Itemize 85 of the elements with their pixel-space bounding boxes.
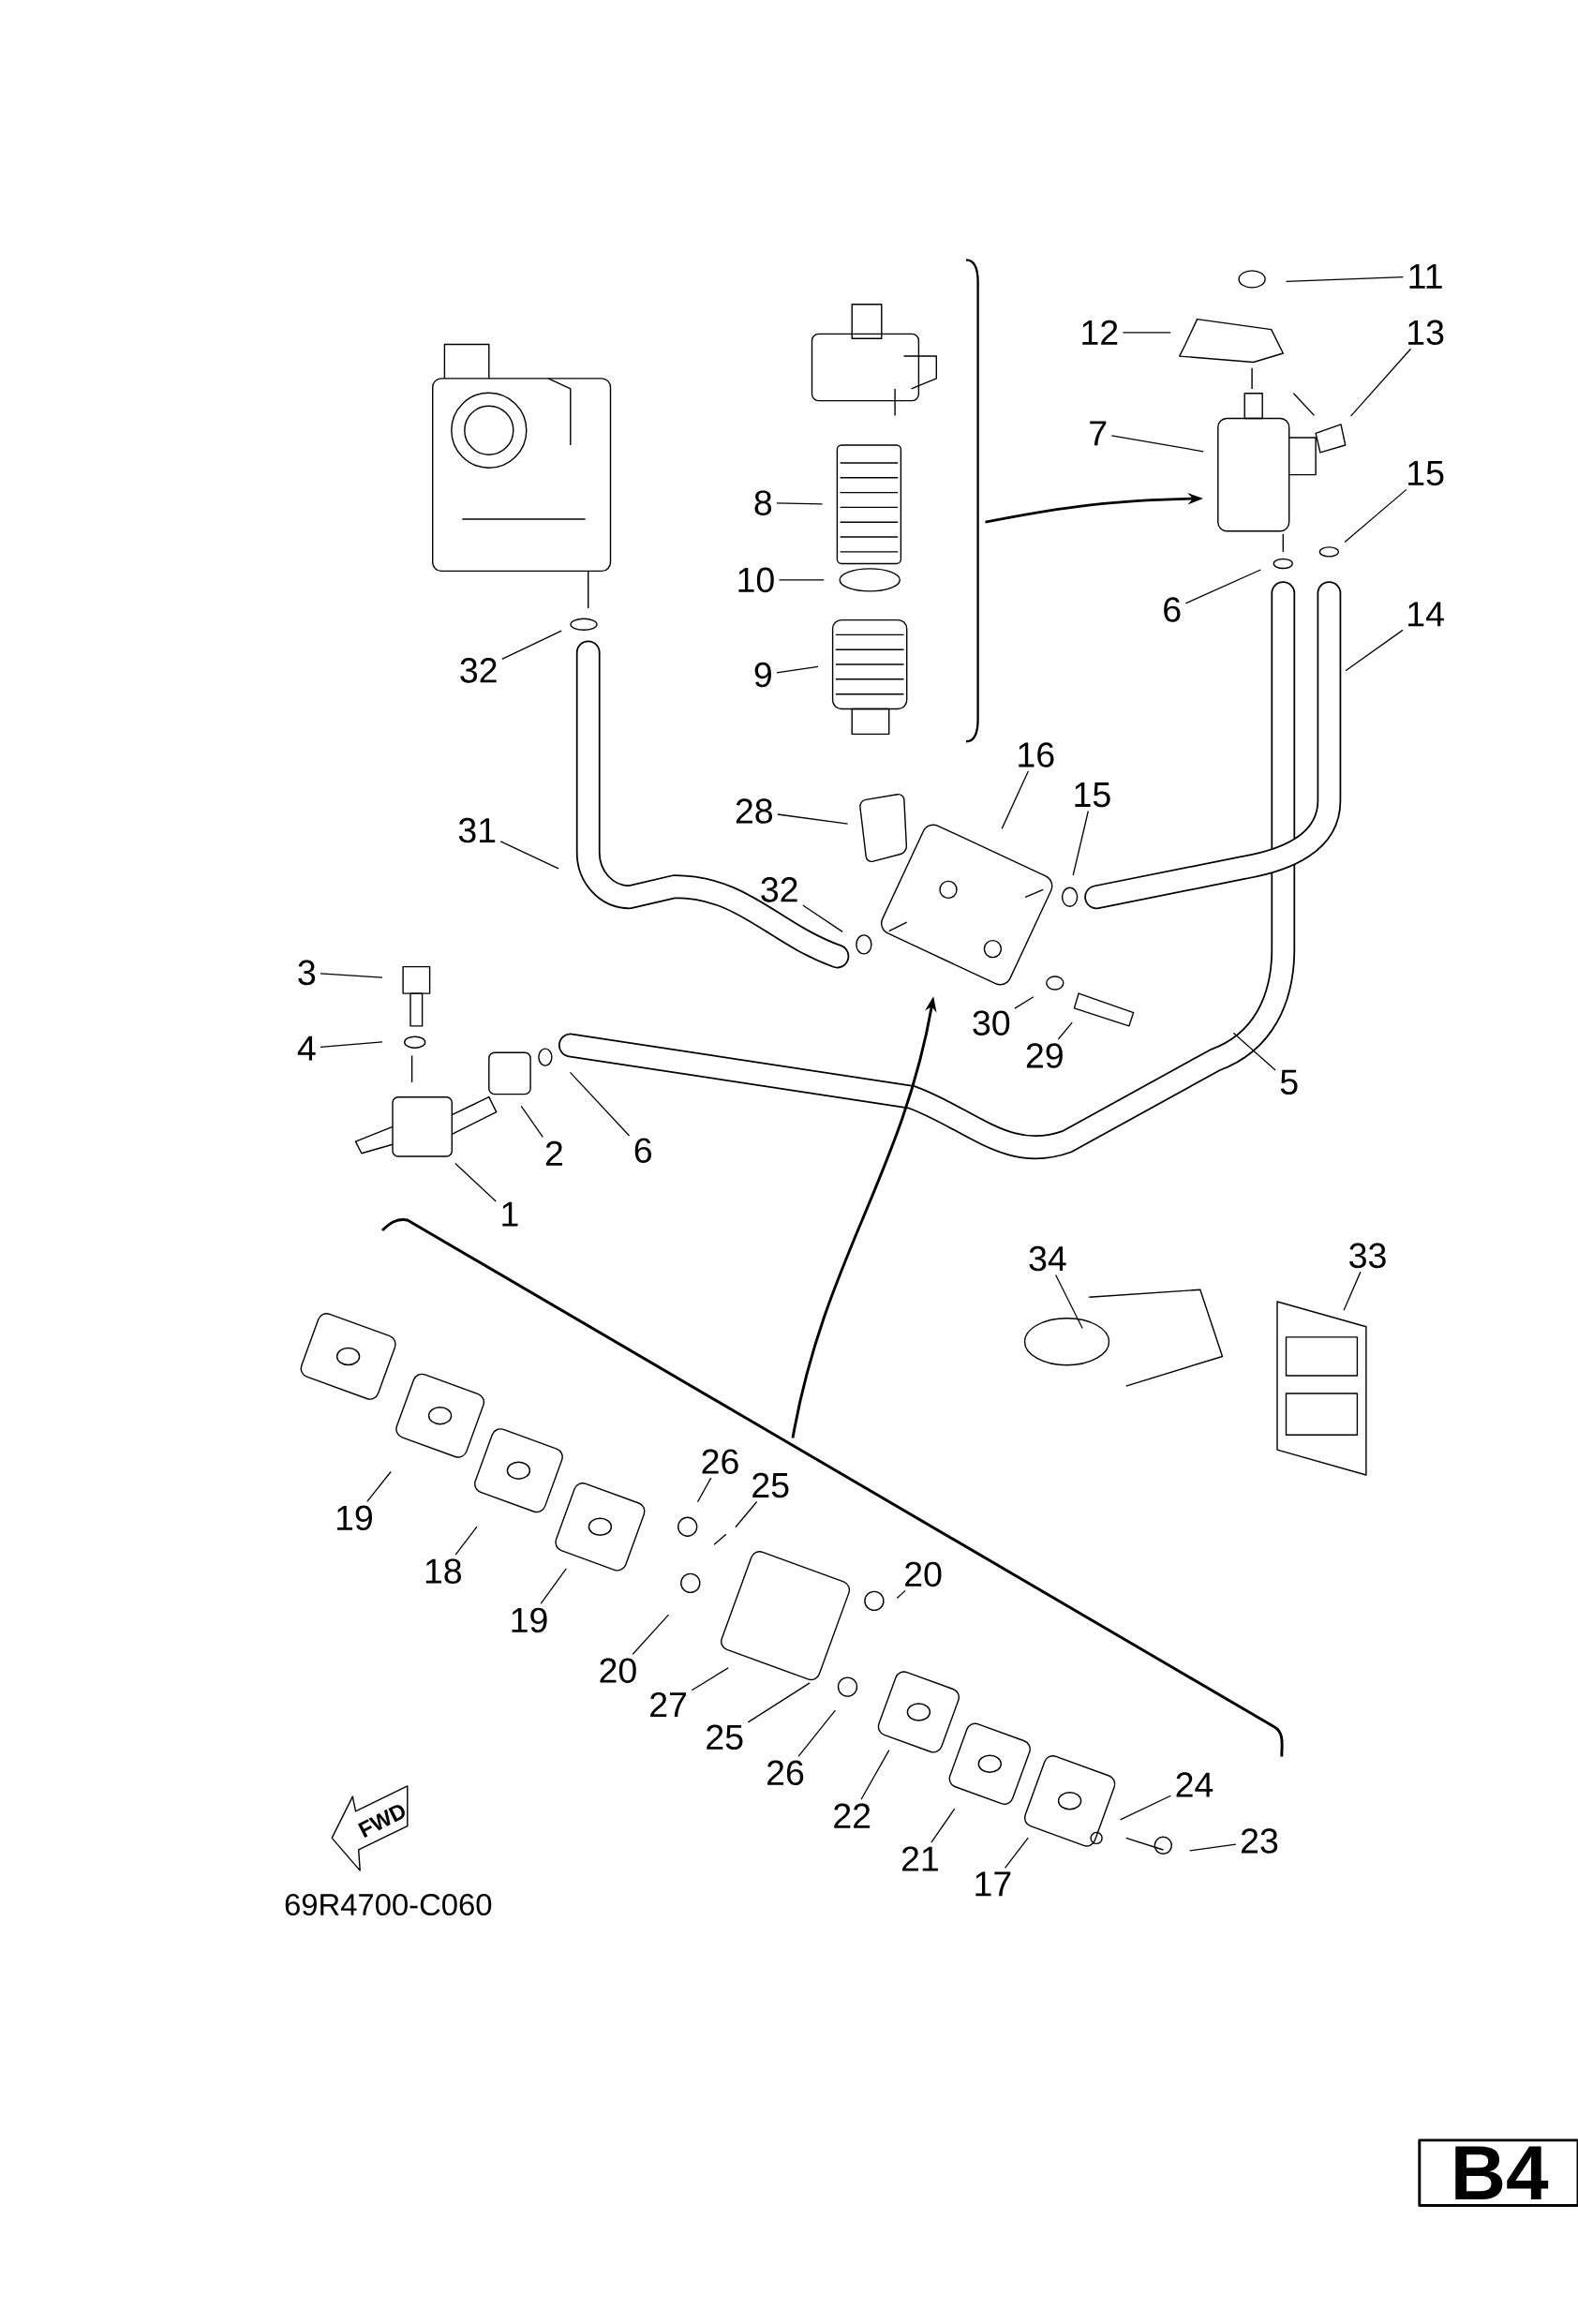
callout-number: 18 — [425, 1558, 461, 1584]
leader-line — [540, 1568, 567, 1605]
leader-line — [1343, 1271, 1362, 1311]
leader-line — [735, 1500, 758, 1528]
callout-number: 32 — [460, 658, 497, 683]
leader-line — [501, 630, 562, 661]
leader-line — [569, 1071, 631, 1137]
callout-number: 20 — [600, 1658, 636, 1683]
leader-line — [1285, 276, 1405, 283]
callout-number: 5 — [1280, 1069, 1298, 1095]
leader-line — [1072, 810, 1089, 876]
callout-number: 6 — [1164, 597, 1181, 622]
leader-line — [776, 665, 819, 674]
leader-line — [696, 1477, 712, 1503]
page-code-box: B4 — [1418, 2138, 1578, 2207]
leader-line — [1184, 569, 1262, 604]
leader-line — [802, 904, 843, 933]
leader-line — [747, 1682, 811, 1723]
callout-number: 4 — [297, 1035, 316, 1061]
callout-number: 2 — [545, 1140, 562, 1166]
callout-number: 9 — [754, 662, 771, 688]
callout-number: 25 — [752, 1472, 789, 1498]
leader-line — [520, 1105, 543, 1139]
leader-line — [454, 1162, 497, 1202]
callout-number: 11 — [1409, 263, 1442, 289]
leader-line — [1004, 1837, 1029, 1869]
leader-line — [1057, 1021, 1073, 1040]
callout-number: 6 — [634, 1138, 651, 1163]
callout-number: 25 — [707, 1724, 743, 1750]
leader-line — [454, 1526, 478, 1556]
callout-number: 8 — [754, 490, 772, 515]
callout-number: 20 — [905, 1561, 942, 1587]
leader-line — [1014, 996, 1035, 1009]
callout-number: 27 — [650, 1691, 687, 1718]
callout-number: 31 — [458, 817, 496, 843]
leader-line — [499, 841, 559, 870]
leader-line — [1055, 1274, 1083, 1330]
callout-number: 23 — [1242, 1828, 1278, 1854]
callout-number: 33 — [1349, 1243, 1386, 1269]
leader-line — [1119, 1795, 1172, 1821]
leader-line — [1349, 348, 1412, 417]
leader-line — [320, 1041, 383, 1049]
callout-number: 15 — [1075, 782, 1110, 808]
callout-number: 19 — [512, 1607, 547, 1633]
callout-number: 26 — [702, 1449, 738, 1474]
callout-number: 1 — [502, 1201, 518, 1227]
leader-line — [896, 1589, 906, 1600]
leader-line — [632, 1614, 670, 1655]
callout-number: 17 — [975, 1871, 1011, 1897]
callout-number: 12 — [1082, 320, 1118, 345]
leader-line — [1122, 332, 1171, 334]
arrow-label: FWD — [358, 1805, 405, 1838]
callout-number: 21 — [901, 1846, 938, 1871]
callout-number: 22 — [834, 1803, 871, 1828]
callout-number: 14 — [1408, 602, 1444, 627]
callout-number: 3 — [298, 960, 316, 986]
drawing-code: 69R4700-C060 — [285, 1893, 492, 1916]
leader-line — [1110, 435, 1204, 453]
callout-number: 15 — [1408, 461, 1444, 486]
callout-number: 16 — [1019, 742, 1054, 767]
callout-number: 13 — [1408, 320, 1444, 346]
leader-line — [778, 579, 825, 581]
callout-number: 29 — [1026, 1043, 1063, 1068]
leader-line — [691, 1667, 729, 1691]
callout-number: 10 — [738, 567, 774, 593]
leader-line — [1001, 770, 1029, 830]
callout-number: 32 — [761, 877, 797, 902]
callout-number: 7 — [1090, 421, 1107, 446]
callout-number: 30 — [973, 1010, 1010, 1035]
callout-number: 19 — [336, 1505, 372, 1531]
leader-line — [776, 502, 824, 505]
leader-line — [366, 1470, 392, 1502]
leader-line — [1188, 1843, 1237, 1852]
leader-line — [797, 1709, 837, 1757]
leader-line — [930, 1808, 956, 1843]
callout-number: 24 — [1176, 1772, 1213, 1797]
leader-line — [1345, 629, 1404, 672]
callout-number: 26 — [767, 1760, 804, 1786]
leader-line — [1232, 1032, 1276, 1071]
leader-line — [860, 1749, 890, 1800]
leader-line — [777, 813, 849, 825]
leader-line — [320, 973, 383, 978]
leader-line — [1344, 488, 1407, 544]
callout-number: 34 — [1029, 1245, 1066, 1272]
callout-number: 28 — [736, 798, 772, 824]
